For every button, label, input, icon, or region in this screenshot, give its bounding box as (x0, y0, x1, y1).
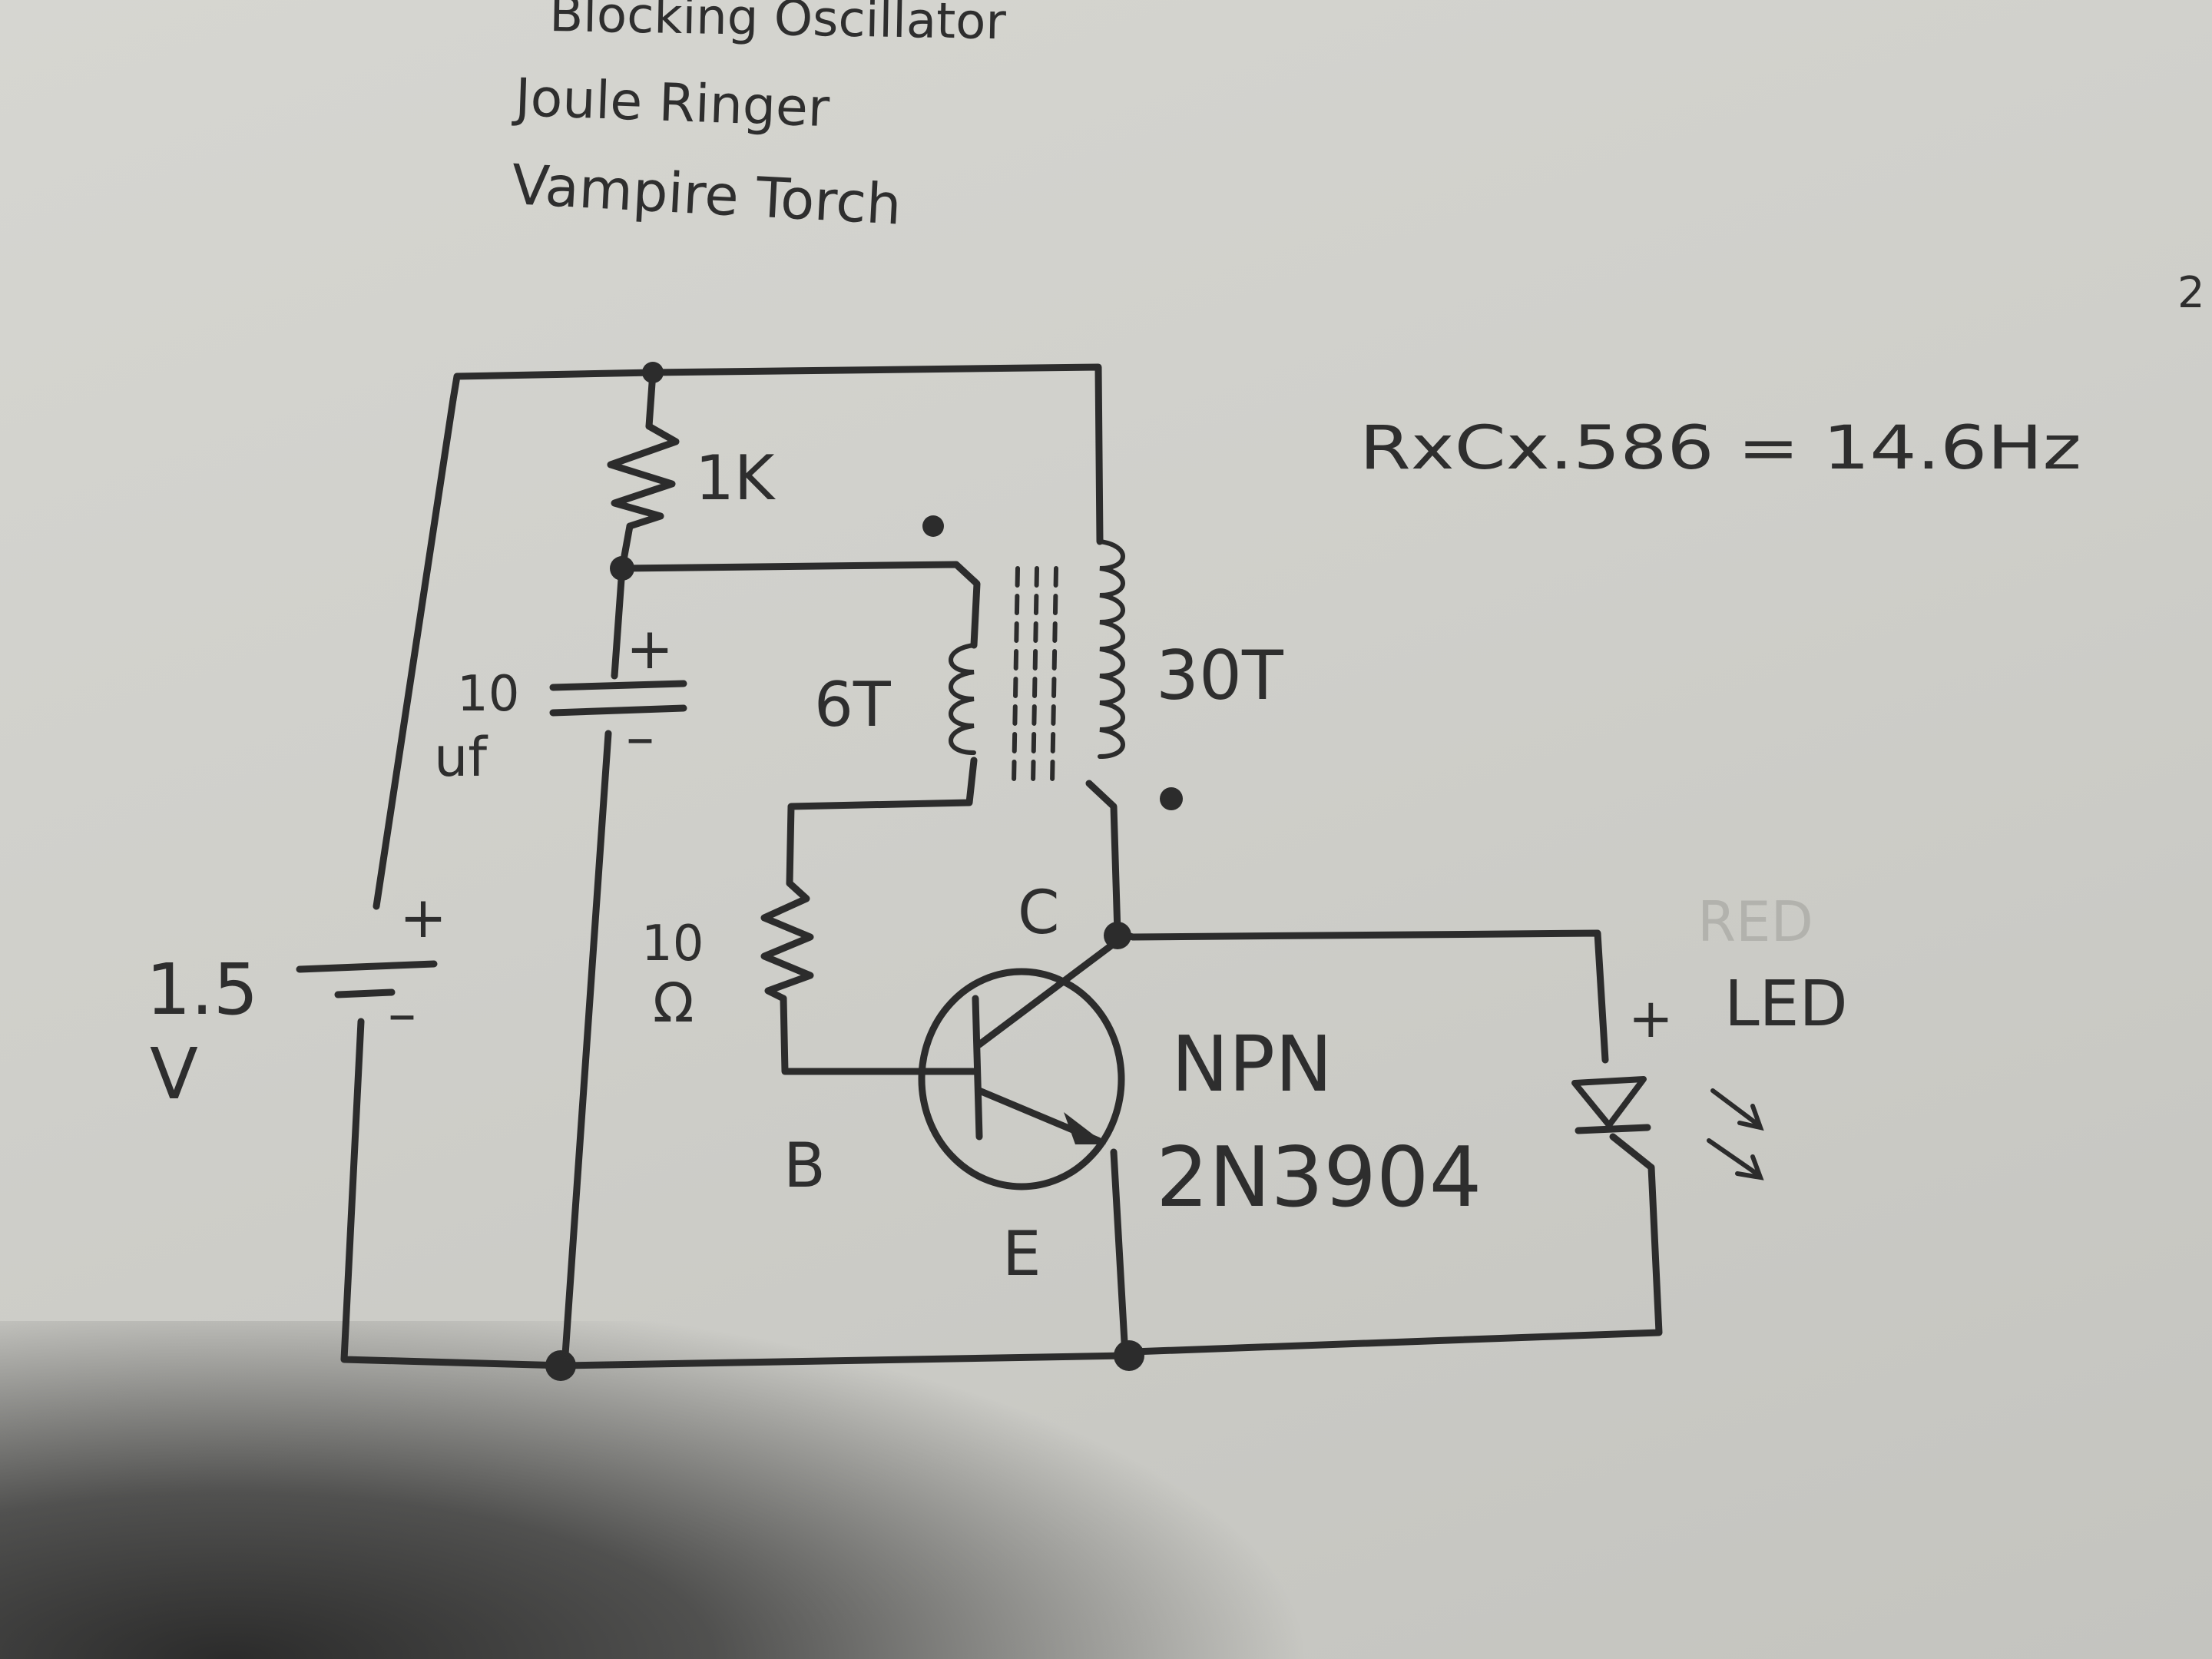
wire-top-rail (449, 363, 1104, 545)
title-blocking-oscillator: Blocking Oscillator (549, 0, 1007, 51)
label-cap-minus: – (626, 704, 654, 770)
title-joule-ringer: Joule Ringer (511, 68, 830, 139)
label-led-color-faint: RED (1697, 889, 1813, 954)
label-led-plus: + (1628, 987, 1674, 1050)
phase-dot-secondary (1160, 787, 1183, 810)
junction-top (642, 362, 664, 383)
junction-ground-left (545, 1350, 576, 1381)
wire-base-resistor-to-base (780, 995, 979, 1075)
label-emitter: E (1002, 1218, 1041, 1290)
capacitor-plate-top (549, 680, 687, 691)
wire-6t-to-base-resistor (786, 757, 978, 887)
junction-ground-right (1114, 1340, 1144, 1371)
transformer-core-lines (1012, 566, 1058, 786)
battery-plate-short (334, 988, 396, 998)
capacitor-plate-bottom (549, 704, 687, 717)
transistor-npn-symbol (918, 937, 1125, 1190)
label-resistor-10: 10 (641, 916, 704, 972)
wire-node-to-6t (618, 561, 981, 649)
wire-cap-top (611, 565, 626, 680)
wire-left-battery-rail (373, 396, 457, 910)
resistor-10ohm-zigzag (760, 879, 814, 1002)
label-battery-unit: V (150, 1033, 198, 1115)
label-resistor-ohm: Ω (653, 972, 694, 1035)
label-cap-value: 10 (457, 666, 519, 723)
label-coil-30t: 30T (1156, 636, 1284, 715)
coil-primary-6t (949, 643, 976, 755)
label-transistor-type: NPN (1171, 1019, 1333, 1109)
title-vampire-torch: Vampire Torch (510, 152, 903, 237)
formula-text: RxCx.586 = 14.6Hz (1359, 414, 2081, 483)
junction-resistor-node (610, 556, 634, 581)
page-mark: 2 (2177, 268, 2205, 318)
label-led: LED (1724, 968, 1848, 1041)
label-collector: C (1018, 879, 1059, 948)
battery-plate-long (296, 960, 438, 973)
label-battery-plus: + (399, 885, 447, 951)
label-battery-value: 1.5 (146, 949, 258, 1031)
wire-30t-to-collector (1085, 780, 1121, 937)
label-transistor-part: 2N3904 (1156, 1130, 1482, 1226)
label-cap-unit: uf (434, 726, 488, 789)
resistor-1k-zigzag (607, 422, 680, 530)
label-cap-plus: + (626, 616, 674, 682)
label-resistor-1k: 1K (695, 442, 777, 514)
coil-secondary-30t (1098, 539, 1125, 759)
phase-dot-primary (922, 515, 944, 537)
led-symbol (1571, 1076, 1764, 1181)
label-base: B (783, 1130, 826, 1201)
junction-collector (1104, 922, 1131, 949)
label-coil-6t: 6T (814, 669, 892, 740)
wire-cap-bottom (561, 730, 612, 1369)
wire-battery-to-ground (340, 1018, 568, 1369)
label-battery-minus: – (388, 981, 416, 1047)
